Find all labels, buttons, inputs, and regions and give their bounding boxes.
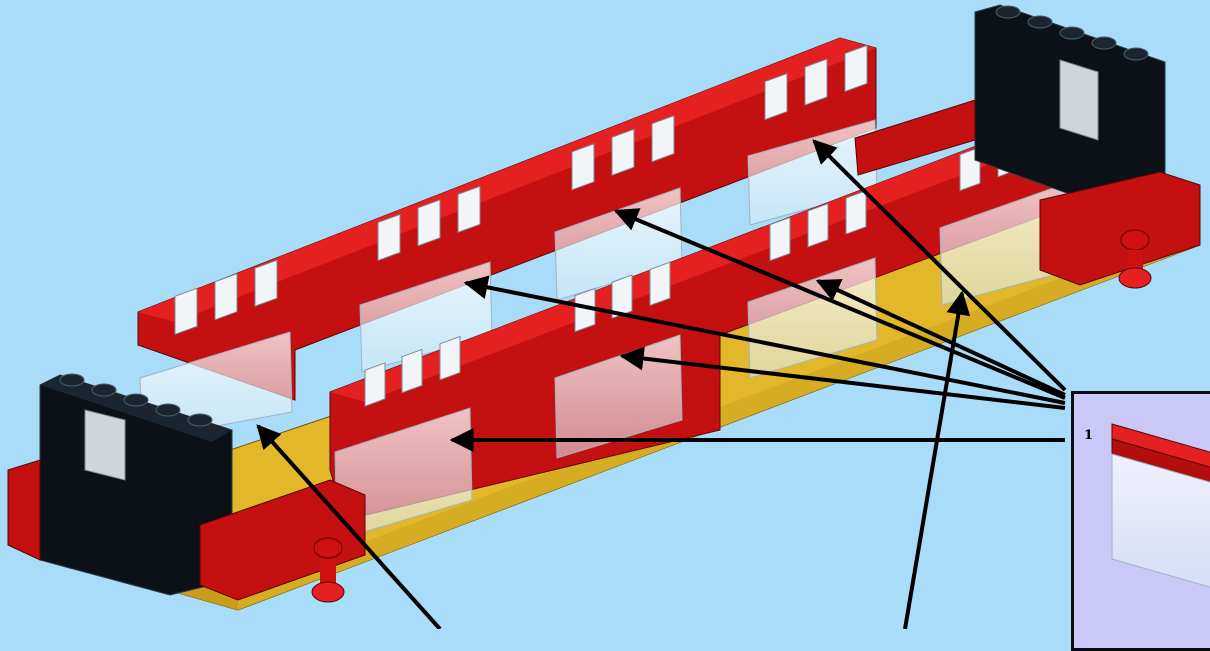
arrow-7 <box>903 290 971 629</box>
arrow-8 <box>256 424 442 629</box>
callout-part-image <box>1111 423 1210 588</box>
left-red-block <box>7 459 366 603</box>
right-red-block <box>854 99 1201 289</box>
back-wall <box>137 37 878 441</box>
lego-build-diagram <box>7 4 1201 629</box>
front-wall <box>329 117 1086 541</box>
placement-arrows <box>256 139 1067 629</box>
arrow-3 <box>463 275 1066 405</box>
arrow-2 <box>619 346 1066 410</box>
instruction-stage: 1 <box>7 4 1210 651</box>
parts-callout: 1 <box>1071 391 1210 651</box>
arrow-6 <box>812 139 1067 392</box>
part-quantity: 1 <box>1084 428 1094 443</box>
right-black-frame <box>974 4 1166 206</box>
left-black-frame <box>39 373 233 596</box>
arrow-5 <box>815 279 1066 397</box>
arrow-4 <box>613 208 1066 400</box>
